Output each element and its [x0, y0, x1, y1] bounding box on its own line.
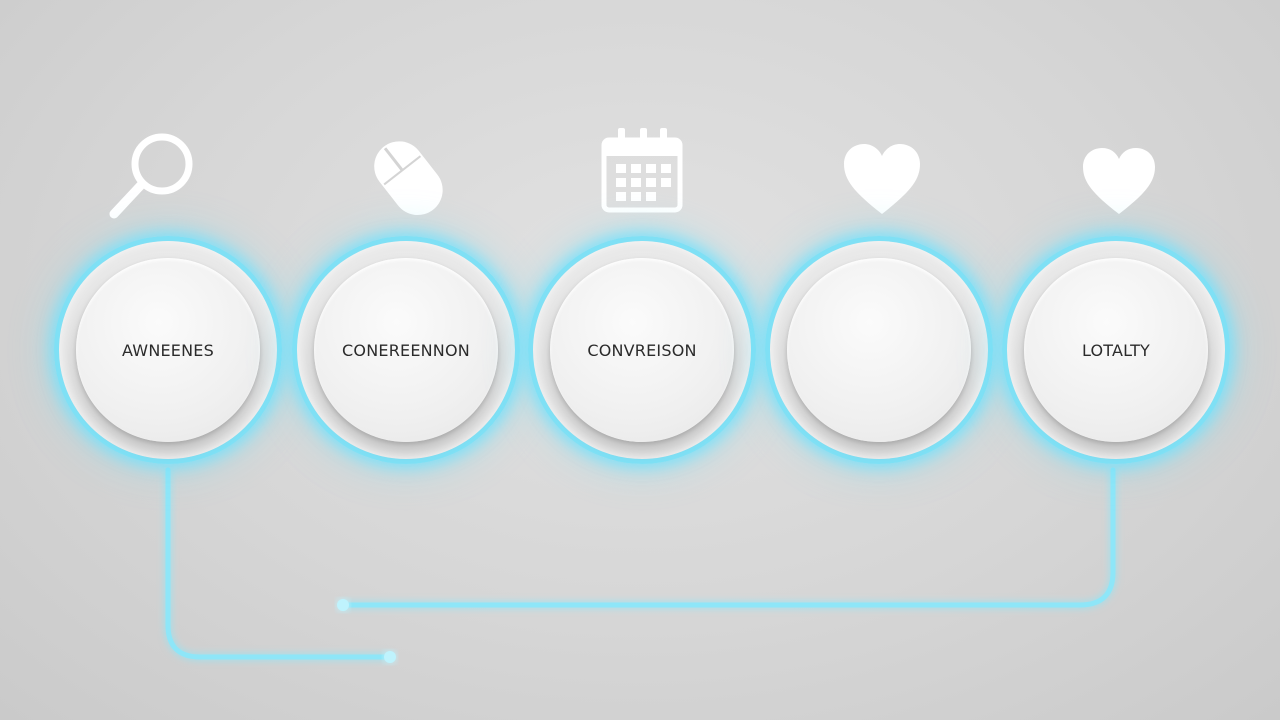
- stage-button[interactable]: AWNEENES: [76, 258, 260, 442]
- search-icon: [104, 126, 200, 222]
- stage-consideration[interactable]: CONEREENNON: [292, 236, 520, 464]
- stage-button[interactable]: LOTALTY: [1024, 258, 1208, 442]
- mouse-icon: [360, 128, 456, 224]
- stage-label: CONEREENNON: [342, 340, 470, 360]
- stage-label: CONVREISON: [587, 340, 697, 360]
- stage-loyalty[interactable]: LOTALTY: [1002, 236, 1230, 464]
- heart-icon: [834, 132, 930, 228]
- calendar-icon: [594, 122, 690, 218]
- stage-label: LOTALTY: [1081, 340, 1151, 360]
- connector-left-end-dot: [384, 651, 396, 663]
- stage-button[interactable]: CONVREISON: [550, 258, 734, 442]
- stage-retention[interactable]: [765, 236, 993, 464]
- stage-awareness[interactable]: AWNEENES: [54, 236, 282, 464]
- heart-icon: [1071, 134, 1167, 230]
- stage-conversion[interactable]: CONVREISON: [528, 236, 756, 464]
- connector-right-end-dot: [337, 599, 349, 611]
- connector-left: [165, 467, 391, 660]
- connector-right: [342, 467, 1116, 608]
- stage-button[interactable]: [787, 258, 971, 442]
- stage-label: AWNEENES: [122, 340, 214, 360]
- stage-button[interactable]: CONEREENNON: [314, 258, 498, 442]
